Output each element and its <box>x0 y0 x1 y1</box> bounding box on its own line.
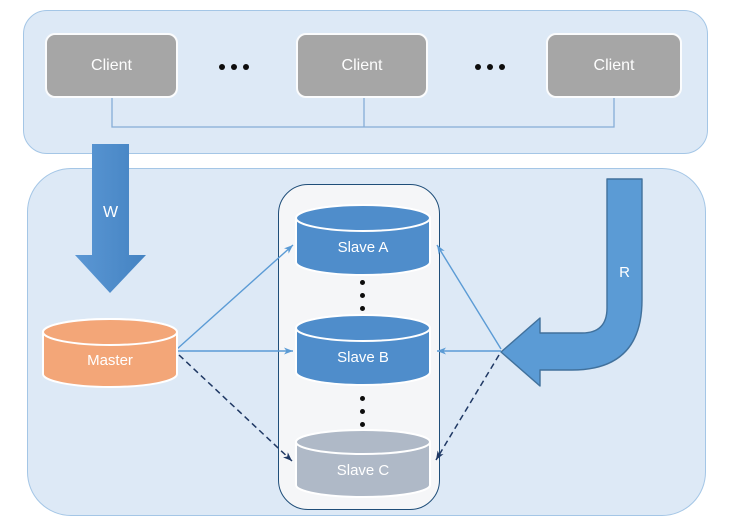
ellipsis-horizontal-icon <box>475 64 505 70</box>
client-node-label: Client <box>593 56 635 74</box>
client-node-1: Client <box>45 33 178 98</box>
slave-c-db-cylinder <box>295 429 431 498</box>
ellipsis-vertical-icon <box>360 280 365 311</box>
write-arrow <box>75 144 146 293</box>
edge-read-slave-a <box>436 244 502 350</box>
read-arrow <box>500 178 643 387</box>
edge-master-slave-a <box>176 244 294 350</box>
master-db-cylinder <box>42 318 178 388</box>
client-node-label: Client <box>341 56 383 74</box>
edge-read-slave-c-dashed <box>435 354 500 461</box>
client-bracket-connector <box>111 98 615 128</box>
client-node-3: Client <box>546 33 682 98</box>
ellipsis-horizontal-icon <box>219 64 249 70</box>
slave-b-db-cylinder <box>295 314 431 386</box>
slave-a-db-cylinder <box>295 204 431 276</box>
client-node-2: Client <box>296 33 428 98</box>
ellipsis-vertical-icon <box>360 396 365 427</box>
edge-master-slave-c-dashed <box>178 354 293 462</box>
client-node-label: Client <box>91 56 132 74</box>
